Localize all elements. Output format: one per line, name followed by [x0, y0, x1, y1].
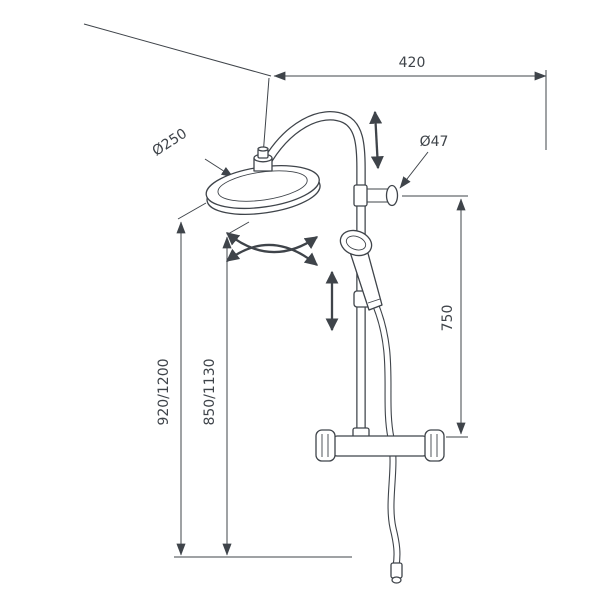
bracket-collar	[353, 184, 368, 207]
dimension-label-750: 750	[440, 305, 456, 332]
extension-line	[262, 77, 270, 157]
mixer-knob-right	[424, 429, 445, 462]
dimension-slide-bar-height: 750	[402, 195, 468, 438]
riser-pipe	[260, 111, 366, 436]
swivel-arc	[225, 243, 319, 266]
up-down-arrow	[369, 110, 384, 170]
hose-fill	[373, 305, 400, 567]
wall-bracket	[353, 184, 399, 207]
thermostatic-mixer	[315, 427, 445, 462]
hand-shower-face	[339, 229, 373, 257]
dimension-height-to-arm: 850/1130	[202, 221, 250, 556]
connector-nut-top	[257, 146, 269, 152]
leader-line	[204, 158, 234, 178]
swivel-arc	[225, 232, 319, 254]
dimension-label-d250: Ø250	[150, 126, 190, 160]
hand-shower-inner-ring	[345, 235, 367, 251]
extension-line	[177, 202, 207, 220]
rain-shower-head	[205, 165, 321, 215]
riser-pipe-outline	[260, 111, 366, 436]
height-adjust-arrow-icon	[369, 110, 384, 170]
label-head-diameter: Ø250	[150, 126, 234, 178]
extension-line	[83, 23, 272, 77]
dimension-label-d47: Ø47	[420, 134, 449, 150]
bracket-flange	[385, 184, 399, 207]
hose-end-fitting	[390, 562, 403, 579]
dimension-label-850-1130: 850/1130	[202, 358, 218, 425]
riser-pipe-fill	[261, 112, 365, 436]
handle-cap-line	[367, 298, 381, 304]
dimension-label-920-1200: 920/1200	[156, 358, 172, 425]
dimension-label-420: 420	[399, 55, 426, 71]
head-inner-ring	[217, 170, 308, 202]
hose-end-tip	[391, 576, 402, 584]
swivel-arrows-icon	[225, 232, 319, 266]
leader-line	[399, 151, 429, 189]
mixer-body	[332, 435, 428, 457]
label-bracket-diameter: Ø47	[399, 134, 449, 189]
dimension-overall-height: 920/1200	[156, 202, 207, 556]
mixer-knob-left	[315, 429, 336, 462]
hand-shower	[339, 229, 383, 311]
head-connector	[253, 146, 273, 172]
extension-line	[227, 221, 250, 235]
shower-hose	[372, 304, 403, 584]
dimension-top-width: 420	[83, 23, 547, 157]
